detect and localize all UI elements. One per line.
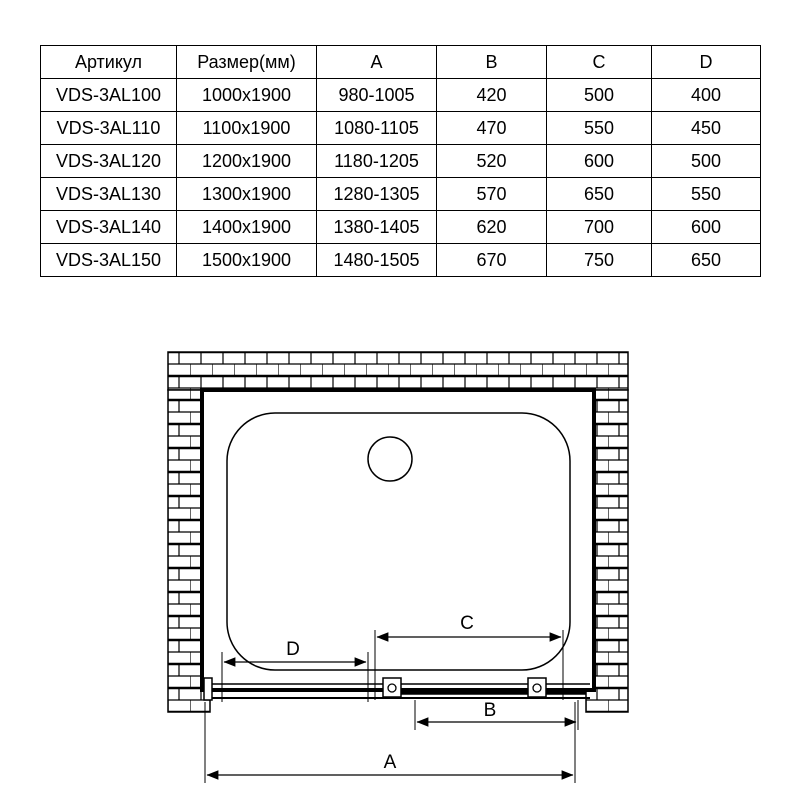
roller-housing xyxy=(527,677,547,698)
table-cell: 400 xyxy=(651,78,761,112)
table-row: VDS-3AL150 1500x1900 1480-1505 670 750 6… xyxy=(40,243,761,277)
dimension-b: B xyxy=(414,700,579,730)
dimension-a: A xyxy=(204,702,576,783)
table-cell: VDS-3AL130 xyxy=(40,177,177,211)
table-row: VDS-3AL100 1000x1900 980-1005 420 500 40… xyxy=(40,78,761,112)
drain-circle xyxy=(367,436,413,482)
table-cell: VDS-3AL150 xyxy=(40,243,177,277)
table-cell: 550 xyxy=(651,177,761,211)
column-header-size: Размер(мм) xyxy=(176,45,317,79)
table-cell: 420 xyxy=(436,78,547,112)
table-cell: 670 xyxy=(436,243,547,277)
table-row: VDS-3AL110 1100x1900 1080-1105 470 550 4… xyxy=(40,111,761,145)
table-cell: 1500x1900 xyxy=(176,243,317,277)
table-row: VDS-3AL120 1200x1900 1180-1205 520 600 5… xyxy=(40,144,761,178)
table-header-row: Артикул Размер(мм) A B C D xyxy=(40,45,761,79)
table-cell: 1180-1205 xyxy=(316,144,437,178)
table-cell: 750 xyxy=(546,243,652,277)
table-row: VDS-3AL130 1300x1900 1280-1305 570 650 5… xyxy=(40,177,761,211)
brick-wall-top xyxy=(167,351,629,391)
dimension-d: D xyxy=(221,639,369,702)
table-cell: 500 xyxy=(546,78,652,112)
spec-table: Артикул Размер(мм) A B C D VDS-3AL100 10… xyxy=(40,45,761,277)
roller-wheel xyxy=(387,683,397,693)
roller-icon xyxy=(527,677,547,698)
table-cell: 1400x1900 xyxy=(176,210,317,244)
table-cell: 550 xyxy=(546,111,652,145)
table-cell: 500 xyxy=(651,144,761,178)
table-cell: 650 xyxy=(651,243,761,277)
roller-icon xyxy=(382,677,402,698)
table-cell: 980-1005 xyxy=(316,78,437,112)
table-cell: 1200x1900 xyxy=(176,144,317,178)
table-cell: 570 xyxy=(436,177,547,211)
table-cell: 470 xyxy=(436,111,547,145)
table-cell: 1300x1900 xyxy=(176,177,317,211)
table-cell: 1080-1105 xyxy=(316,111,437,145)
table-cell: 1280-1305 xyxy=(316,177,437,211)
enclosure-frame-outline xyxy=(200,388,596,692)
dimension-c-label: C xyxy=(460,613,474,634)
dimension-c: C xyxy=(374,613,564,700)
dimension-d-label: D xyxy=(286,639,300,660)
table-cell: 1000x1900 xyxy=(176,78,317,112)
column-header-d: D xyxy=(651,45,761,79)
table-cell: 1100x1900 xyxy=(176,111,317,145)
table-cell: 1380-1405 xyxy=(316,210,437,244)
bottom-track xyxy=(203,677,590,701)
table-cell: VDS-3AL140 xyxy=(40,210,177,244)
shower-tray xyxy=(226,412,571,671)
column-header-b: B xyxy=(436,45,547,79)
column-header-article: Артикул xyxy=(40,45,177,79)
roller-housing xyxy=(382,677,402,698)
roller-wheel xyxy=(532,683,542,693)
dimension-a-label: A xyxy=(384,752,397,773)
table-cell: VDS-3AL100 xyxy=(40,78,177,112)
table-cell: 600 xyxy=(651,210,761,244)
dimension-b-label: B xyxy=(484,700,497,721)
table-cell: 1480-1505 xyxy=(316,243,437,277)
table-cell: 650 xyxy=(546,177,652,211)
table-cell: VDS-3AL110 xyxy=(40,111,177,145)
wall-profile xyxy=(203,677,213,701)
